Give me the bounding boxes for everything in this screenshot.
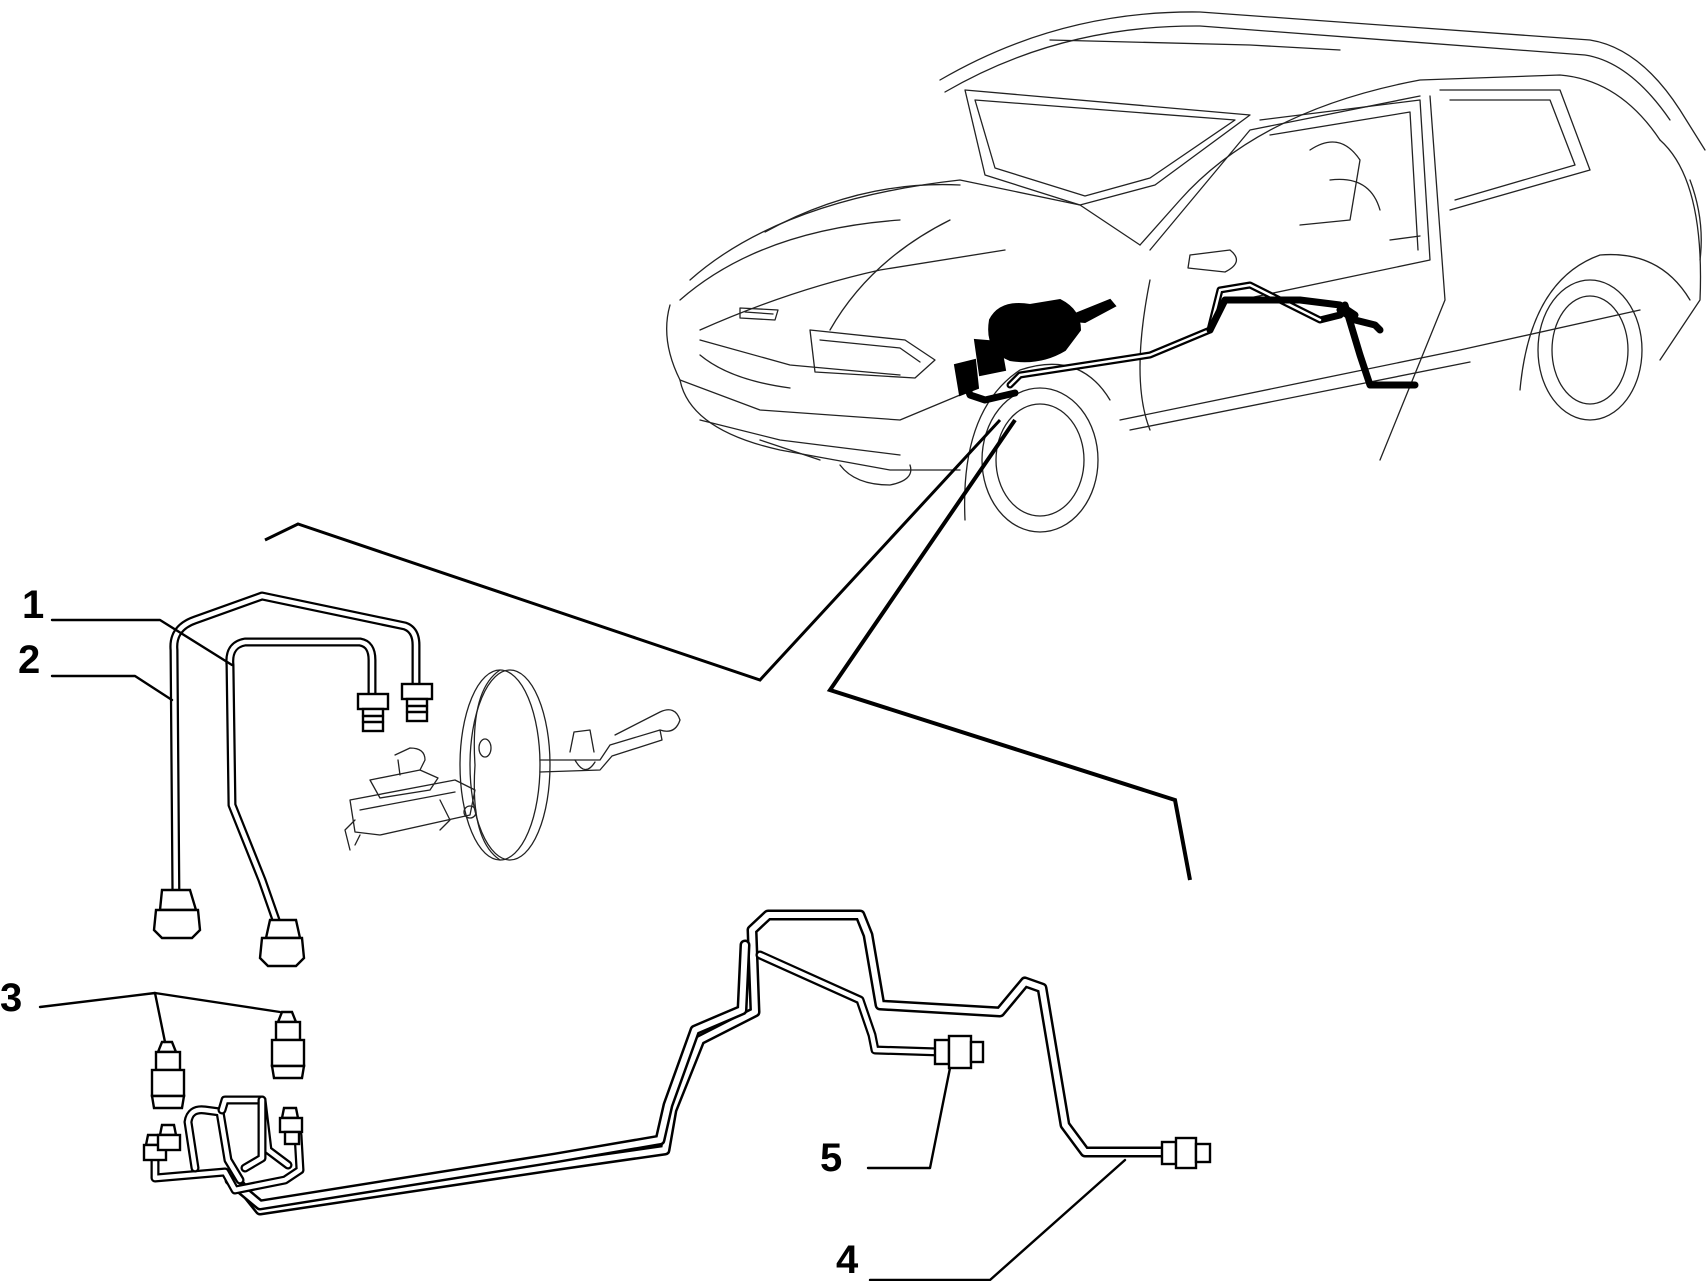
callout-5: 5 xyxy=(820,1136,843,1180)
callout-4: 4 xyxy=(836,1238,859,1282)
pipe-2 xyxy=(169,591,421,910)
car-outline-icon xyxy=(666,11,1706,533)
manifold-fittings xyxy=(142,1106,304,1162)
pipe-branch xyxy=(224,939,945,1211)
bleed-cap-right xyxy=(270,1010,306,1080)
callout-2: 2 xyxy=(18,638,41,682)
union-fitting-5 xyxy=(933,1034,985,1070)
end-fitting-4 xyxy=(1160,1136,1212,1170)
pipe-fittings-top xyxy=(356,682,434,733)
pipe-fittings-bottom xyxy=(152,888,306,968)
brake-booster-icon xyxy=(344,669,681,861)
pipe-manifold xyxy=(150,1095,305,1195)
callout-3: 3 xyxy=(0,976,23,1020)
bleed-cap-left xyxy=(150,1040,186,1110)
detail-connector-lines xyxy=(264,418,1192,881)
pipe-1 xyxy=(225,637,377,945)
callout-leaders xyxy=(38,618,1127,1282)
pipe-4 xyxy=(234,909,1176,1216)
callout-1: 1 xyxy=(22,583,45,627)
